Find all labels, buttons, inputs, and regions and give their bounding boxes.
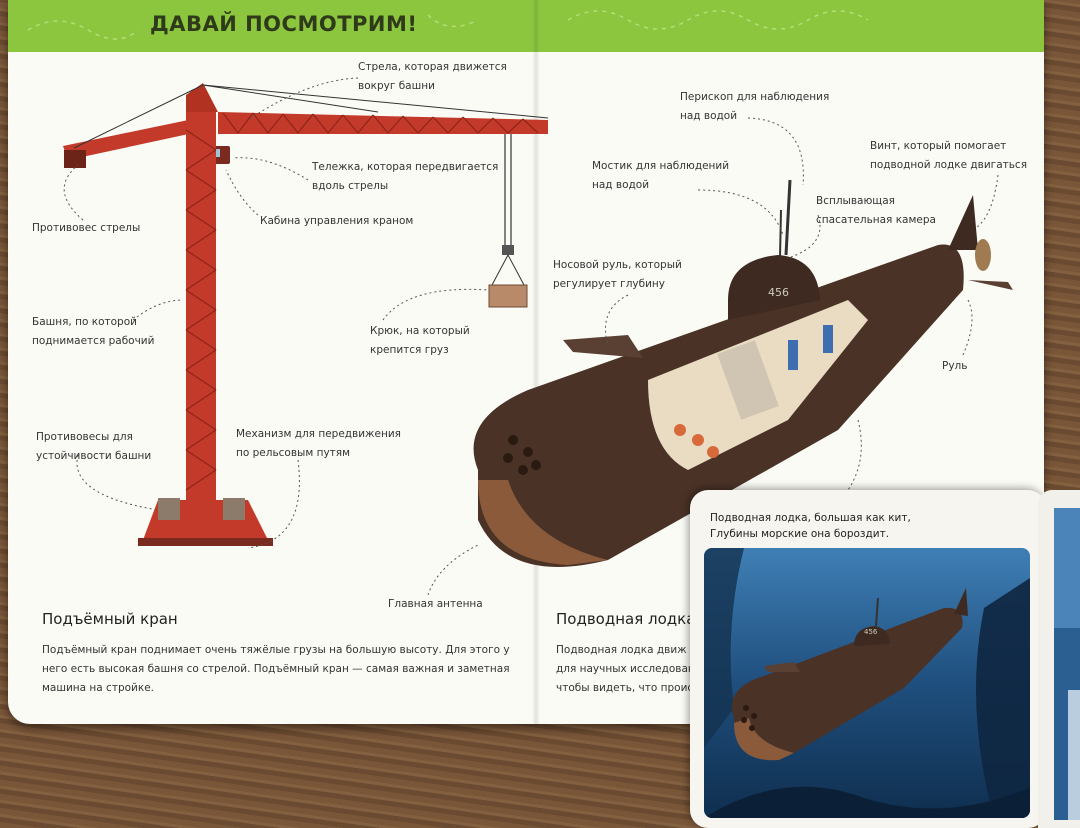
small-board-book-card: Подводная лодка, большая как кит, Глубин… <box>690 490 1046 828</box>
illustration-layer: 456 <box>63 77 1013 596</box>
label-bow-rudder: Носовой руль, который регулирует глубину <box>553 259 682 290</box>
crane-body-text: Подъёмный кран поднимает очень тяжёлые г… <box>42 644 510 694</box>
label-trolley: Тележка, которая передвигается вдоль стр… <box>312 161 499 192</box>
label-propeller: Винт, который помогает подводной лодке д… <box>870 140 1028 171</box>
submarine-body-line: для научных исследован <box>556 663 695 675</box>
book-fold <box>532 0 540 724</box>
crane-callout-lines <box>63 77 489 549</box>
card-hull-number: 456 <box>864 628 878 636</box>
label-cabin: Кабина управления краном <box>260 215 414 227</box>
header-band <box>8 0 1044 52</box>
submarine-illustration <box>473 179 1013 567</box>
submarine-body-line: Подводная лодка движ <box>556 644 687 656</box>
crane-section-title: Подъёмный кран <box>42 610 178 628</box>
label-antenna: Главная антенна <box>388 598 483 610</box>
label-tower: Башня, по которой поднимается рабочий <box>32 316 155 347</box>
label-rudder: Руль <box>942 360 968 372</box>
label-escape-chamber: Всплывающая спасательная камера <box>816 195 936 226</box>
underwater-scene-art <box>704 548 1030 818</box>
label-mechanism: Механизм для передвижения по рельсовым п… <box>236 428 401 459</box>
hull-number: 456 <box>768 286 789 299</box>
tower-crane-illustration <box>63 83 549 546</box>
label-counterweights: Противовесы для устойчивости башни <box>36 431 152 462</box>
next-page-art <box>1054 508 1080 820</box>
next-board-page-edge <box>1038 490 1080 828</box>
label-boom: Стрела, которая движется вокруг башни <box>358 61 507 92</box>
label-counterweight: Противовес стрелы <box>32 222 141 234</box>
label-periscope: Перископ для наблюдения над водой <box>680 91 830 122</box>
label-bridge: Мостик для наблюдений над водой <box>592 160 730 191</box>
submarine-callout-lines <box>427 117 999 596</box>
submarine-body-text: Подводная лодка движ для научных исследо… <box>556 641 700 698</box>
submarine-section-title: Подводная лодка <box>556 610 696 628</box>
label-hook: Крюк, на который крепится груз <box>370 325 470 356</box>
underwater-scene: 456 <box>704 548 1030 818</box>
submarine-body-line: чтобы видеть, что происх <box>556 682 700 694</box>
card-rhyme-text: Подводная лодка, большая как кит, Глубин… <box>710 512 911 540</box>
open-book-spread: ДАВАЙ ПОСМОТРИМ! <box>8 0 1044 724</box>
page-title: ДАВАЙ ПОСМОТРИМ! <box>150 12 418 36</box>
header-doodles <box>27 10 869 40</box>
